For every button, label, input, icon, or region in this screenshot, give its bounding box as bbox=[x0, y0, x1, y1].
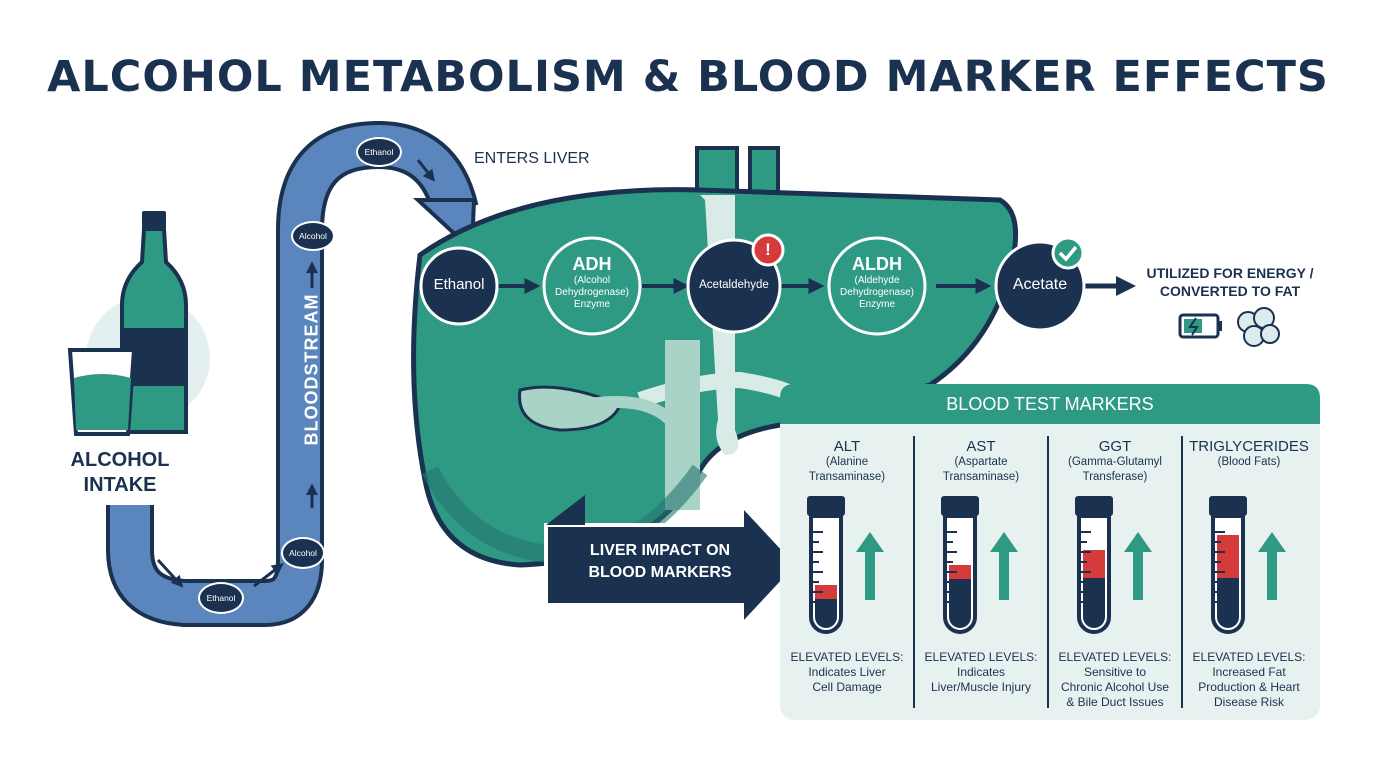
enters-liver-label: ENTERS LIVER bbox=[474, 150, 590, 167]
tube-cap bbox=[807, 496, 845, 516]
marker-ast: AST (Aspartate Transaminase) bbox=[942, 438, 1020, 483]
outcome-label: UTILIZED FOR ENERGY / CONVERTED TO FAT bbox=[1146, 265, 1314, 299]
marker-ggt: GGT (Gamma-Glutamyl Transferase) bbox=[1068, 438, 1162, 483]
glass-icon bbox=[67, 348, 137, 436]
token-ethanol-top: Ethanol bbox=[356, 137, 402, 167]
tube-elevated-band bbox=[1217, 535, 1239, 578]
tube-blood-fill bbox=[949, 579, 971, 628]
blood-test-markers-header: BLOOD TEST MARKERS bbox=[946, 394, 1154, 414]
tube-blood-fill bbox=[1217, 578, 1239, 628]
increase-arrow-icon bbox=[1124, 532, 1152, 600]
increase-arrow-icon bbox=[1258, 532, 1286, 600]
increase-arrow-icon bbox=[990, 532, 1018, 600]
marker-triglycerides-note: ELEVATED LEVELS: Increased Fat Productio… bbox=[1192, 650, 1306, 709]
tube-elevated-band bbox=[1083, 550, 1105, 578]
bloodstream-label: BLOODSTREAM bbox=[301, 293, 322, 446]
tube-elevated-band bbox=[949, 565, 971, 579]
warning-icon bbox=[751, 233, 785, 267]
adh-node bbox=[542, 236, 642, 336]
battery-icon bbox=[1178, 313, 1222, 339]
acetaldehyde-node bbox=[686, 238, 782, 334]
ethanol-node bbox=[419, 246, 499, 326]
liver-impact-label: LIVER IMPACT ON BLOOD MARKERS bbox=[588, 542, 732, 581]
acetaldehyde-node-label: Acetaldehyde bbox=[699, 279, 769, 291]
aldh-node bbox=[827, 236, 927, 336]
marker-alt-note: ELEVATED LEVELS: Indicates Liver Cell Da… bbox=[790, 650, 904, 694]
token-alcohol-upper: Alcohol bbox=[291, 221, 335, 251]
warning-symbol: ! bbox=[765, 240, 771, 259]
marker-ggt-note: ELEVATED LEVELS: Sensitive to Chronic Al… bbox=[1058, 650, 1172, 709]
token-alcohol-lower: Alcohol bbox=[281, 537, 325, 569]
tube-blood-fill bbox=[1083, 578, 1105, 628]
tube-elevated-band bbox=[815, 585, 837, 599]
tube-cap bbox=[1209, 496, 1247, 516]
ethanol-node-label: Ethanol bbox=[433, 276, 485, 293]
tube-cap bbox=[1075, 496, 1113, 516]
acetate-node-label: Acetate bbox=[1012, 276, 1068, 293]
fat-cells-icon bbox=[1237, 307, 1280, 347]
tube-cap bbox=[941, 496, 979, 516]
test-tubes bbox=[807, 496, 1286, 634]
page-title: ALCOHOL METABOLISM & BLOOD MARKER EFFECT… bbox=[47, 52, 1329, 102]
alcohol-intake-label: ALCOHOL INTAKE bbox=[70, 449, 170, 496]
marker-triglycerides: TRIGLYCERIDES (Blood Fats) bbox=[1189, 438, 1309, 468]
blood-test-panel bbox=[780, 384, 1320, 720]
marker-ast-note: ELEVATED LEVELS: Indicates Liver/Muscle … bbox=[924, 650, 1038, 694]
token-ethanol-bottom: Ethanol bbox=[198, 582, 244, 614]
tube-blood-fill bbox=[815, 599, 837, 628]
increase-arrow-icon bbox=[856, 532, 884, 600]
marker-alt: ALT (Alanine Transaminase) bbox=[808, 438, 886, 483]
aldh-node-label: ALDH (Aldehyde Dehydrogenase) Enzyme bbox=[840, 254, 914, 310]
check-icon bbox=[1051, 236, 1085, 270]
adh-node-label: ADH (Alcohol Dehydrogenase) Enzyme bbox=[555, 254, 629, 310]
